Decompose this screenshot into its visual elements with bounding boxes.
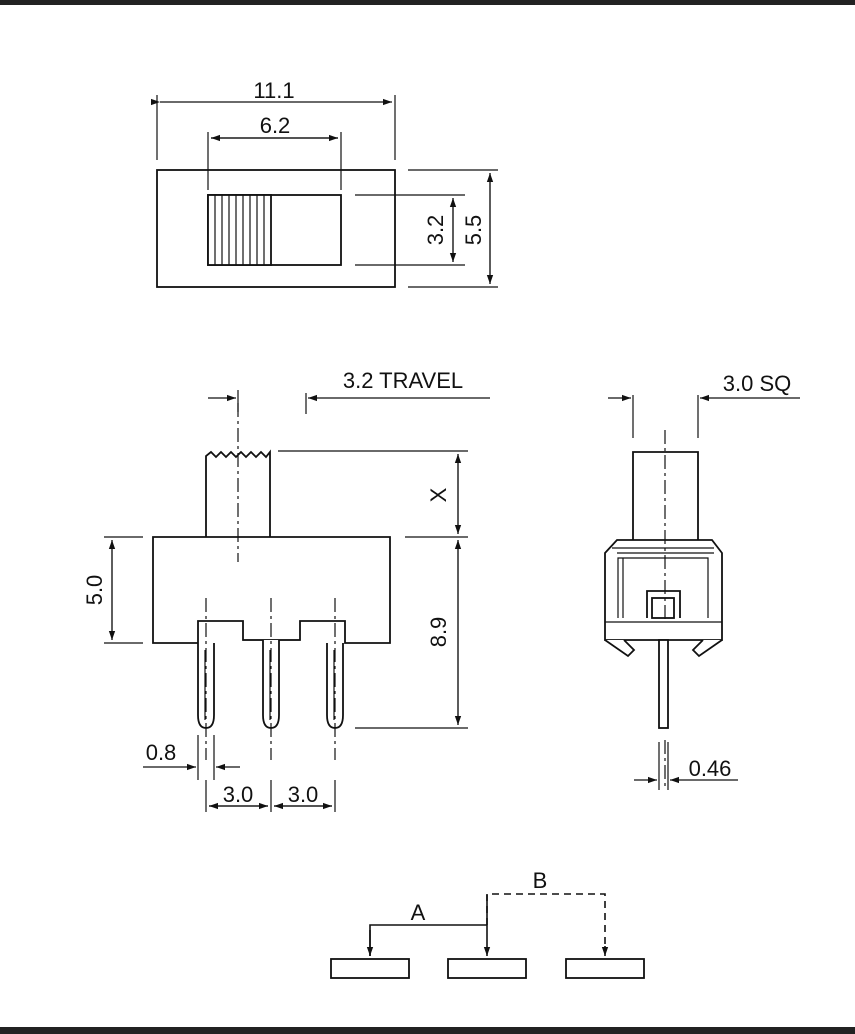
dim-slot-width: 6.2 <box>260 113 291 138</box>
top-border <box>0 0 855 5</box>
dim-pitch-left: 3.0 <box>223 782 254 807</box>
front-view: 3.2 TRAVEL X 8.9 5.0 0.8 3.0 3.0 <box>82 368 490 812</box>
dim-actuator-size: 3.0 SQ <box>723 371 791 396</box>
side-actuator <box>632 451 699 540</box>
dim-pin-width: 0.8 <box>146 740 177 765</box>
dim-body-height: 5.0 <box>82 575 107 606</box>
position-label-b: B <box>533 868 548 893</box>
actuator <box>205 449 271 539</box>
switch-schematic: A B <box>330 868 645 979</box>
position-label-a: A <box>411 900 426 925</box>
dim-travel: 3.2 TRAVEL <box>343 368 463 393</box>
dim-actuator-height: X <box>426 487 451 502</box>
dim-total-height: 8.9 <box>426 617 451 648</box>
terminal-3 <box>565 958 645 979</box>
terminal-1 <box>330 958 410 979</box>
dim-pitch-right: 3.0 <box>288 782 319 807</box>
dim-top-width: 11.1 <box>253 78 294 103</box>
dim-pin-thickness: 0.46 <box>689 756 732 781</box>
top-view: 11.1 6.2 3.2 5.5 <box>151 78 498 288</box>
slider-knob <box>207 194 272 266</box>
side-pin <box>658 639 669 729</box>
terminal-2 <box>447 958 527 979</box>
dim-top-height: 5.5 <box>461 215 486 246</box>
bottom-border <box>0 1027 855 1034</box>
side-view: 3.0 SQ 0.46 <box>604 371 800 790</box>
dim-slot-height: 3.2 <box>423 215 448 246</box>
